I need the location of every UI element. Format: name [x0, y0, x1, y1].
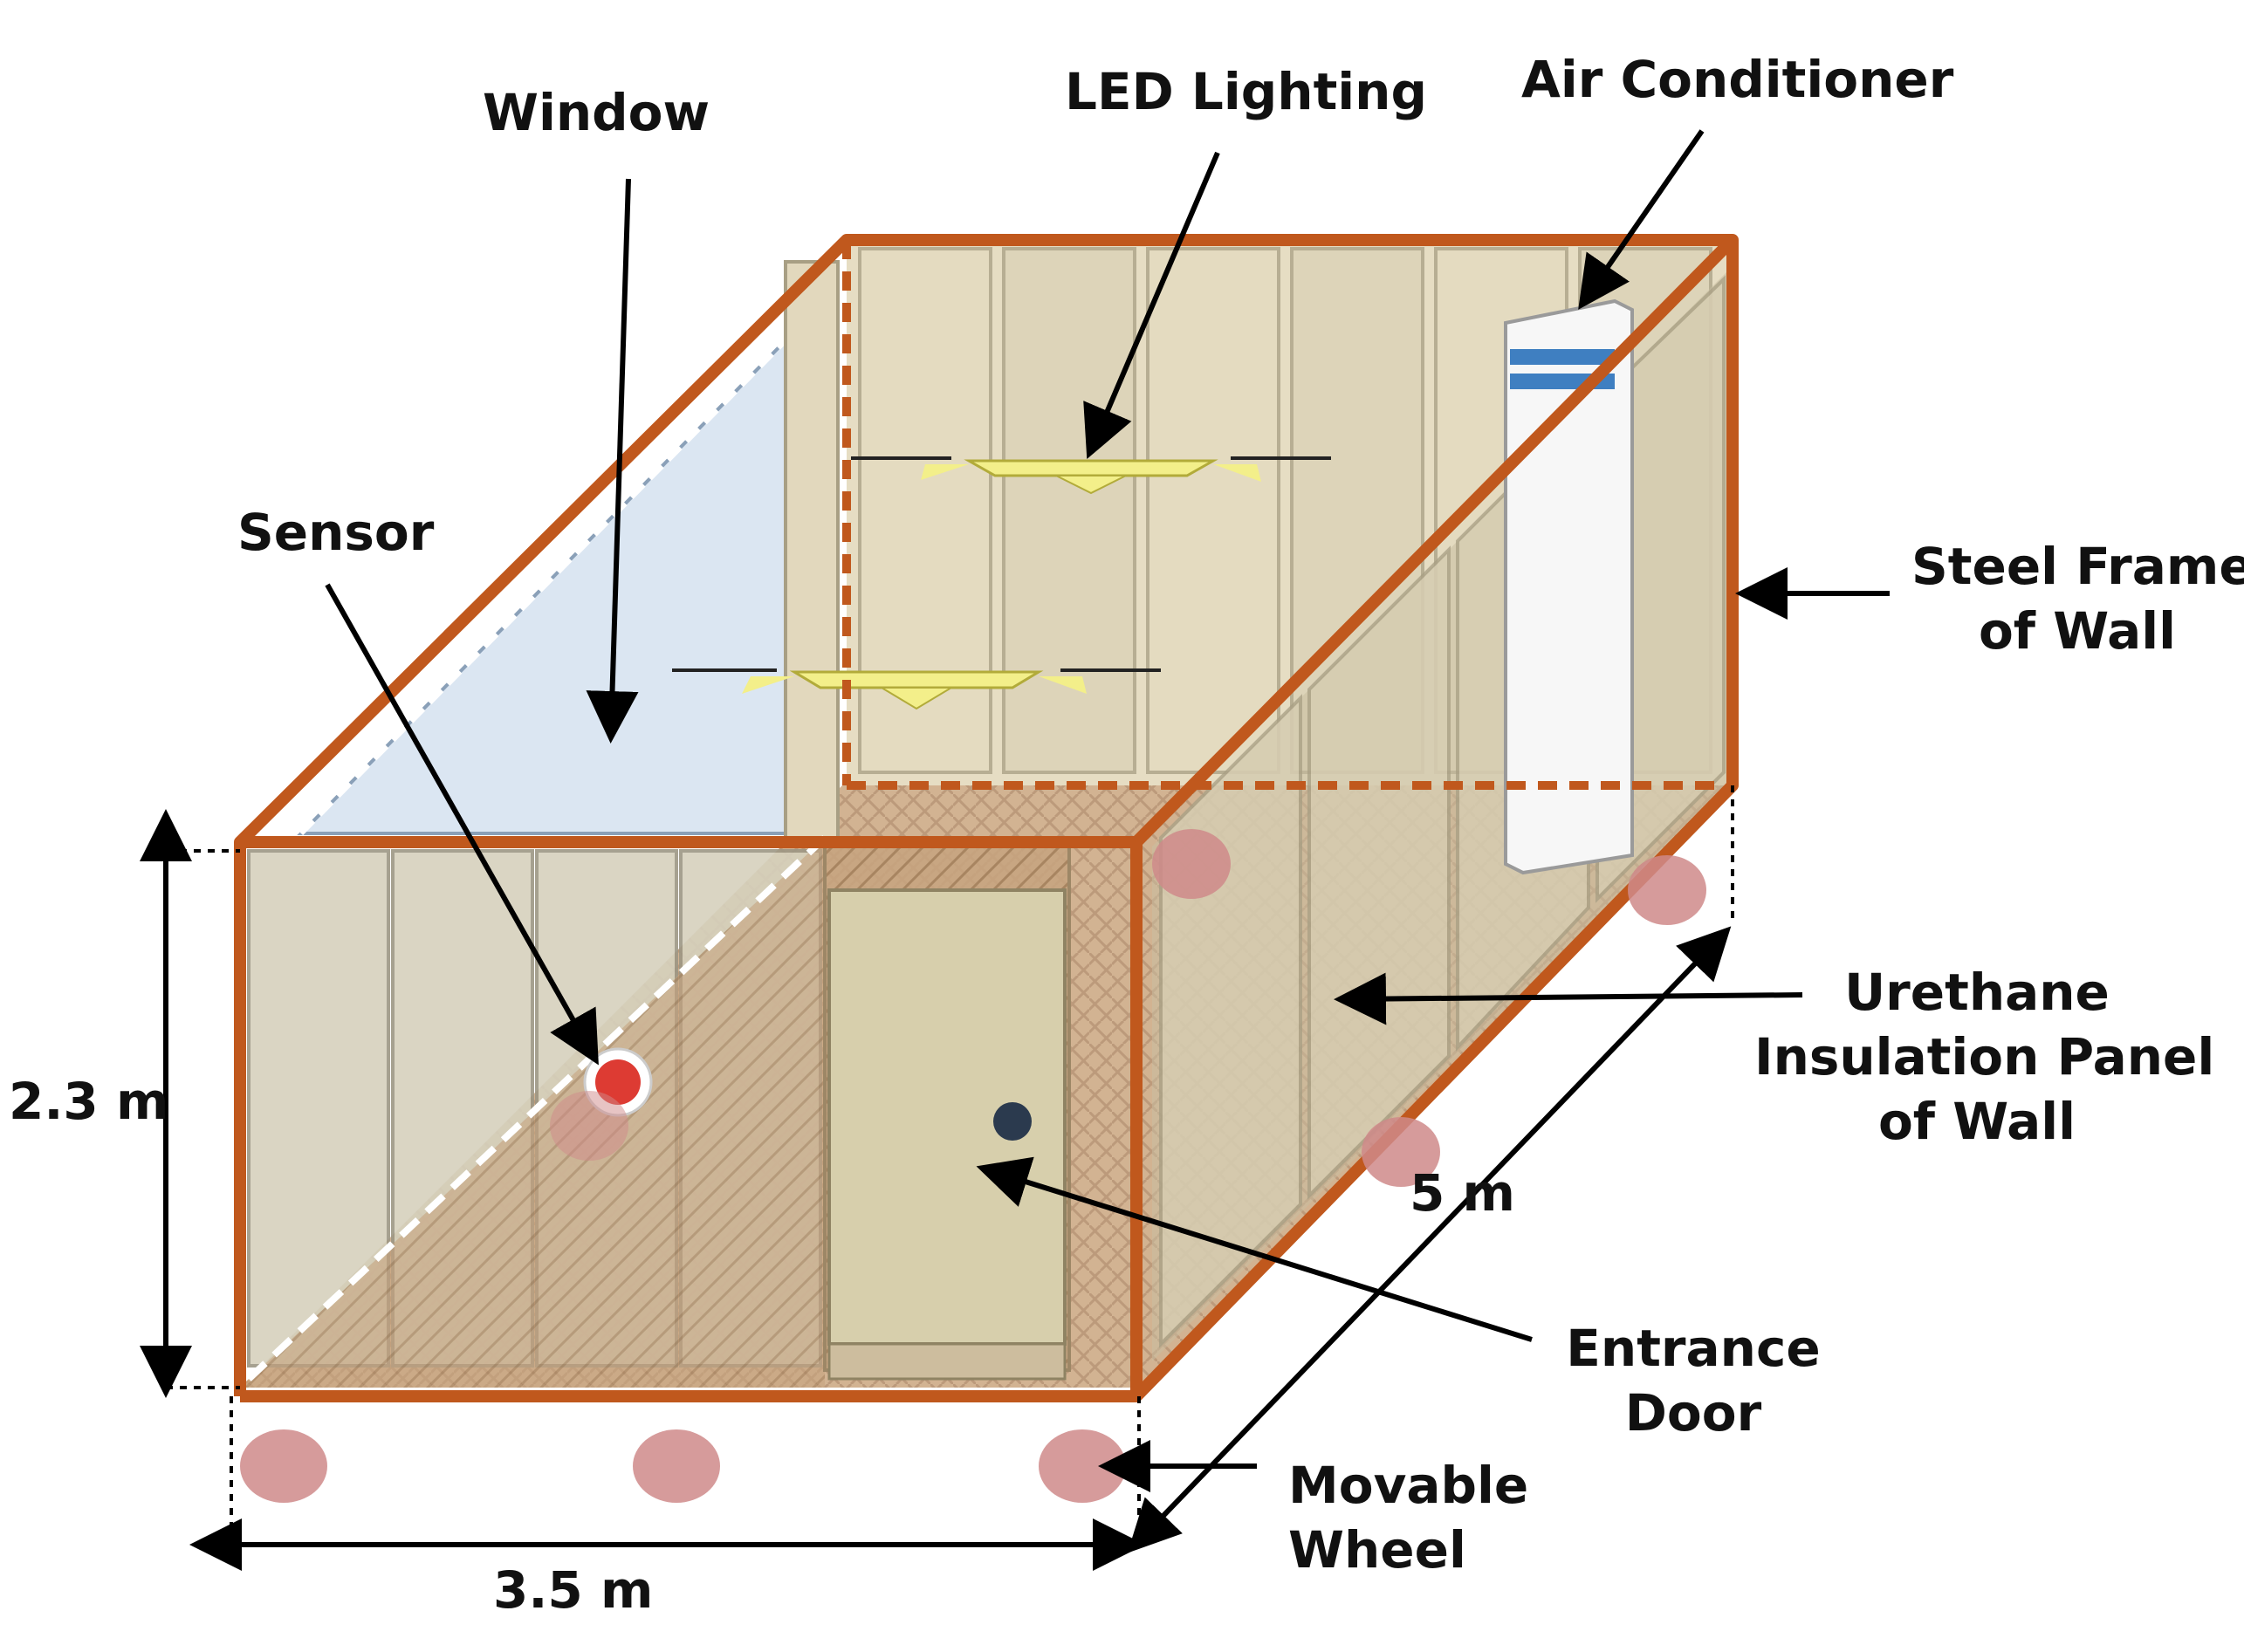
led-lighting	[672, 456, 1331, 710]
label-wheel-line1: Movable	[1288, 1456, 1529, 1515]
entrance-door	[823, 845, 1071, 1381]
label-steel-frame-line2: of Wall	[1978, 601, 2177, 661]
label-window: Window	[483, 83, 710, 142]
label-urethane-line2: Insulation Panel	[1754, 1027, 2215, 1086]
label-wheel-line2: Wheel	[1288, 1520, 1466, 1580]
callout-arrows	[325, 129, 1890, 1492]
dimension-height-label: 2.3 m	[9, 1072, 169, 1131]
dimension-width-label: 3.5 m	[493, 1560, 654, 1620]
label-entrance-door: Entrance Door	[1562, 1316, 1824, 1445]
door-knob	[993, 1102, 1032, 1141]
label-entrance-line1: Entrance	[1566, 1319, 1821, 1378]
left-wall-column	[784, 260, 840, 840]
label-entrance-line2: Door	[1624, 1383, 1762, 1443]
label-air-conditioner: Air Conditioner	[1521, 50, 1954, 109]
front-wall-panels	[240, 835, 827, 1388]
dimension-length-label: 5 m	[1410, 1163, 1515, 1223]
dimension-lines	[140, 785, 1734, 1571]
label-sensor: Sensor	[237, 503, 435, 562]
label-led-lighting: LED Lighting	[1065, 62, 1427, 121]
window-glass	[297, 327, 797, 836]
label-steel-frame: Steel Frame of Wall	[1911, 534, 2244, 663]
label-movable-wheel: Movable Wheel	[1288, 1453, 1528, 1582]
label-urethane-panel: Urethane Insulation Panel of Wall	[1754, 960, 2215, 1154]
label-steel-frame-line1: Steel Frame	[1911, 537, 2244, 596]
label-urethane-line1: Urethane	[1844, 963, 2110, 1022]
label-urethane-line3: of Wall	[1877, 1092, 2076, 1151]
